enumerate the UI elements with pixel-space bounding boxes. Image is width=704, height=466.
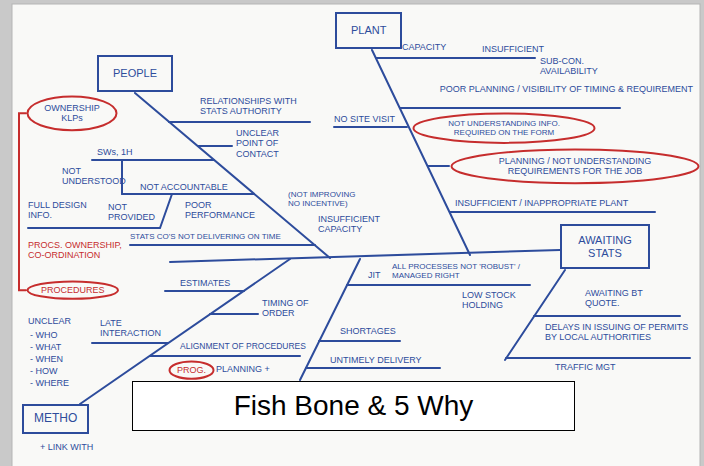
cause-note: LATE INTERACTION — [100, 318, 170, 339]
node-text-wrap: NOT UNDERSTANDING INFO. REQUIRED ON THE … — [439, 119, 569, 137]
category-label: AWAITING STATS — [574, 234, 636, 259]
circled-text: PLANNING / NOT UNDERSTANDING REQUIREMENT… — [486, 156, 664, 177]
cause-note: ALIGNMENT OF PROCEDURES — [180, 342, 306, 352]
category-box: AWAITING STATS — [560, 224, 650, 269]
node-text-wrap: PROCEDURES — [41, 285, 105, 295]
cause-rib — [450, 211, 655, 213]
node-text-wrap: PLANNING / NOT UNDERSTANDING REQUIREMENT… — [486, 156, 664, 177]
cause-rib — [506, 357, 690, 359]
cause-rib — [347, 284, 530, 286]
cause-note: LOW STOCK HOLDING — [462, 290, 524, 311]
node-text-wrap: AWAITING STATS — [574, 234, 636, 259]
cause-note: NOT ACCOUNTABLE — [140, 182, 228, 192]
node-text-wrap: OWNERSHIP KLPs — [41, 103, 103, 124]
cause-note: TRAFFIC MGT — [555, 362, 616, 372]
cause-rib — [121, 160, 123, 194]
node-text-wrap: PLANT — [351, 24, 386, 37]
category-box: PLANT — [335, 12, 402, 49]
cause-note: (NOT IMPROVING NO INCENTIVE) — [288, 190, 360, 208]
cause-note: STATS CO'S NOT DELIVERING ON TIME — [130, 232, 281, 241]
cause-rib — [92, 342, 168, 344]
cause-note: UNCLEAR POINT OF CONTACT — [236, 128, 291, 159]
circled-cause: OWNERSHIP KLPs — [26, 95, 118, 132]
cause-note: POOR PLANNING / VISIBILITY OF TIMING & R… — [418, 84, 693, 94]
cause-rib — [150, 355, 300, 357]
cause-rib — [210, 313, 258, 315]
cause-note: DELAYS IN ISSUING OF PERMITS BY LOCAL AU… — [545, 322, 695, 343]
cause-note: NO SITE VISIT — [334, 114, 395, 124]
node-text-wrap: PEOPLE — [113, 67, 157, 80]
cause-note: CAPACITY — [402, 42, 446, 52]
cause-note: + LINK WITH — [40, 442, 93, 452]
ellipse-ring — [170, 362, 214, 379]
cause-rib — [92, 159, 214, 161]
cause-note: SHORTAGES — [340, 326, 396, 336]
cause-note: SUB-CON. AVAILABILITY — [540, 56, 612, 77]
category-box: METHO — [22, 404, 89, 434]
cause-note: UNTIMELY DELIVERY — [330, 355, 422, 365]
cause-note: ALL PROCESSES NOT 'ROBUST' / MANAGED RIG… — [392, 262, 524, 280]
cause-note: INSUFFICIENT — [482, 44, 544, 54]
cause-note: AWAITING BT QUOTE. — [585, 288, 675, 309]
circled-cause: PROG. — [168, 360, 215, 380]
circled-cause: PROCEDURES — [26, 280, 120, 300]
node-text-wrap: METHO — [34, 412, 77, 426]
cause-rib — [319, 340, 400, 342]
ellipse-ring — [452, 150, 699, 184]
cause-note: INSUFFICIENT / INAPPROPRIATE PLANT — [455, 198, 628, 208]
cause-note: - WHERE — [30, 378, 69, 388]
cause-note: JIT — [368, 270, 381, 280]
cause-note: ESTIMATES — [180, 278, 230, 288]
category-label: METHO — [34, 412, 77, 426]
cause-rib — [130, 244, 315, 246]
cause-bone — [372, 50, 470, 255]
category-label: PEOPLE — [113, 67, 157, 80]
caption-box: Fish Bone & 5 Why — [132, 381, 575, 431]
cause-rib — [122, 193, 254, 195]
cause-rib — [428, 165, 449, 167]
circled-text: OWNERSHIP KLPs — [41, 103, 103, 124]
cause-rib — [306, 367, 440, 369]
cause-rib — [198, 145, 232, 147]
ellipse-ring — [28, 97, 117, 131]
cause-note: TIMING OF ORDER — [262, 298, 312, 319]
cause-note: SWs, 1H — [97, 147, 133, 157]
category-label: PLANT — [351, 24, 386, 37]
ellipse-ring — [28, 282, 119, 299]
cause-note: - WHEN — [30, 354, 63, 364]
cause-note: NOT PROVIDED — [108, 202, 158, 223]
cause-rib — [400, 107, 620, 109]
circled-cause: NOT UNDERSTANDING INFO. REQUIRED ON THE … — [412, 112, 596, 144]
circled-cause: PLANNING / NOT UNDERSTANDING REQUIREMENT… — [450, 148, 700, 185]
cause-note: - WHO — [30, 330, 58, 340]
cause-rib — [165, 290, 244, 292]
circled-text: NOT UNDERSTANDING INFO. REQUIRED ON THE … — [439, 119, 569, 137]
node-text-wrap: PROG. — [177, 365, 206, 375]
cause-rib — [534, 315, 680, 317]
cause-note: FULL DESIGN INFO. — [28, 200, 94, 221]
circled-text: PROG. — [177, 365, 206, 375]
ellipse-ring — [414, 114, 595, 143]
cause-rib — [169, 121, 310, 123]
red-link-line — [19, 113, 26, 290]
cause-note: - WHAT — [30, 342, 61, 352]
cause-rib — [28, 194, 172, 228]
cause-rib — [334, 126, 407, 128]
fishbone-spine — [170, 250, 560, 262]
category-box: PEOPLE — [97, 55, 173, 92]
cause-note: UNCLEAR — [28, 316, 71, 326]
cause-note: RELATIONSHIPS WITH STATS AUTHORITY — [200, 96, 325, 117]
cause-note: PLANNING + — [216, 364, 270, 374]
circled-text: PROCEDURES — [41, 285, 105, 295]
cause-note: PROCS. OWNERSHIP, CO-ORDINATION — [28, 240, 128, 261]
cause-note: NOT UNDERSTOOD — [62, 166, 117, 187]
cause-rib — [376, 57, 535, 59]
cause-note: POOR PERFORMANCE — [185, 200, 257, 221]
cause-note: INSUFFICIENT CAPACITY — [318, 214, 378, 235]
paper-sheet — [12, 4, 700, 466]
cause-note: - HOW — [30, 366, 58, 376]
